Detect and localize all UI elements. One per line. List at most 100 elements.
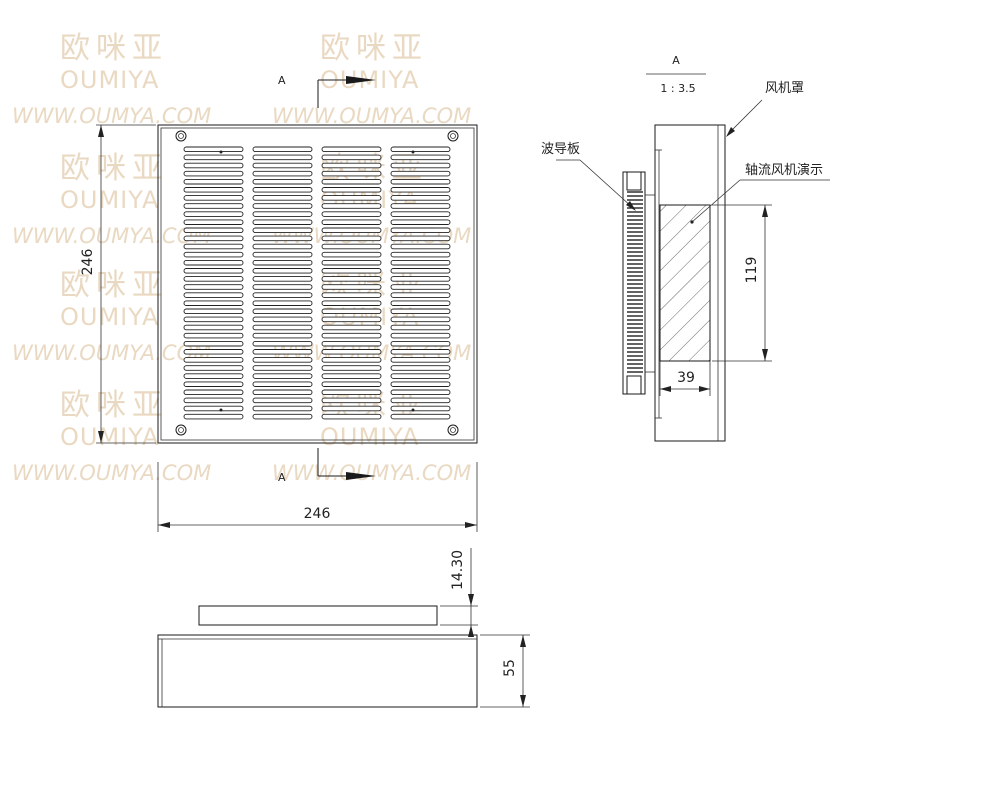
section-scale: 1 : 3.5 [660, 82, 695, 95]
vent-slot [252, 308, 313, 315]
vent-slot [321, 340, 382, 347]
vent-slot [321, 178, 382, 185]
vent-slot [390, 316, 451, 323]
waveguide-plate-outline [622, 171, 646, 395]
vent-slot [390, 340, 451, 347]
vent-slot [183, 154, 244, 161]
vent-slot [183, 332, 244, 339]
vent-slot [183, 211, 244, 217]
vent-slot [252, 276, 313, 282]
vent-slot [183, 308, 244, 315]
dimension-height: 246 [80, 124, 156, 444]
dimension-fan-height: 119 [712, 204, 772, 362]
vent-slot [321, 284, 382, 290]
vent-slot [390, 187, 451, 193]
vent-slot [390, 300, 451, 306]
vent-slot [321, 332, 382, 339]
vent-slot [183, 170, 244, 177]
vent-slot [390, 219, 451, 225]
vent-slot [321, 187, 382, 193]
axial-fan-block [659, 204, 711, 362]
vent-slot [183, 276, 244, 282]
vent-slot [321, 381, 382, 387]
dim-label-top-plate: 14.30 [450, 550, 466, 590]
vent-slot [252, 162, 313, 169]
vent-slot [390, 349, 451, 355]
vent-slot [390, 178, 451, 185]
vent-slot [183, 235, 244, 242]
housing-outline [157, 634, 478, 708]
label-fan-cover: 风机罩 [765, 81, 804, 96]
vent-slot [183, 187, 244, 193]
vent-slot [183, 268, 244, 274]
vent-slot [252, 389, 313, 396]
vent-slot [390, 292, 451, 298]
vent-slot [252, 235, 313, 242]
fan-cover-outline [654, 124, 726, 442]
vent-slot [390, 357, 451, 363]
vent-slot [321, 211, 382, 217]
watermark-url: WWW.OUMYA.COM [12, 104, 211, 128]
watermark-brand: OUMIYA [60, 303, 159, 331]
vent-slot [183, 324, 244, 331]
watermark-url: WWW.OUMYA.COM [12, 461, 211, 485]
vent-slot [321, 203, 382, 209]
dimension-width: 246 [157, 462, 478, 532]
leader-axial-fan: 轴流风机演示 [690, 162, 830, 224]
vent-slot [183, 340, 244, 347]
vent-slot-grid [183, 146, 451, 420]
vent-slot [321, 389, 382, 396]
vent-slot [252, 154, 313, 161]
section-cut-top: A [278, 74, 376, 108]
dimension-fan-depth: 39 [659, 361, 711, 396]
vent-slot [390, 389, 451, 396]
vent-slot [252, 373, 313, 379]
vent-slot [321, 349, 382, 355]
vent-slot [390, 397, 451, 404]
vent-slot [321, 365, 382, 371]
vent-slot [390, 154, 451, 161]
vent-slot [252, 292, 313, 298]
vent-slot [390, 308, 451, 315]
side-view: 14.30 55 [157, 548, 530, 708]
vent-slot [252, 284, 313, 290]
watermark-brand: OUMIYA [60, 423, 159, 451]
watermark-brand: OUMIYA [320, 423, 419, 451]
vent-slot [183, 292, 244, 298]
vent-slot [252, 243, 313, 250]
vent-slot [321, 292, 382, 298]
vent-slot [321, 324, 382, 331]
vent-slot [252, 227, 313, 234]
vent-slot [252, 146, 313, 153]
vent-slot [390, 413, 451, 420]
vent-slot [252, 170, 313, 177]
waveguide-fins [627, 191, 643, 373]
alignment-dot [411, 150, 415, 154]
vent-slot [390, 259, 451, 266]
front-view: A A 246 246 [80, 74, 478, 532]
vent-slot [390, 146, 451, 153]
vent-slot [390, 324, 451, 331]
vent-slot [252, 187, 313, 193]
watermark-chinese: 欧咪亚 [60, 268, 168, 303]
vent-slot [183, 300, 244, 306]
vent-slot [183, 195, 244, 201]
vent-slot [183, 389, 244, 396]
dim-label-fan-depth: 39 [677, 370, 695, 386]
vent-slot [183, 178, 244, 185]
vent-slot [390, 268, 451, 274]
vent-slot [390, 284, 451, 290]
vent-slot [252, 332, 313, 339]
vent-slot [390, 170, 451, 177]
vent-slot [321, 195, 382, 201]
vent-slot [321, 235, 382, 242]
vent-slot [321, 219, 382, 225]
corner-screw-icon [447, 424, 459, 436]
front-panel-outline [157, 124, 478, 444]
vent-slot [321, 154, 382, 161]
vent-slot [183, 365, 244, 371]
watermark-url: WWW.OUMYA.COM [12, 224, 211, 248]
vent-slot [183, 357, 244, 363]
vent-slot [390, 227, 451, 234]
vent-slot [390, 211, 451, 217]
